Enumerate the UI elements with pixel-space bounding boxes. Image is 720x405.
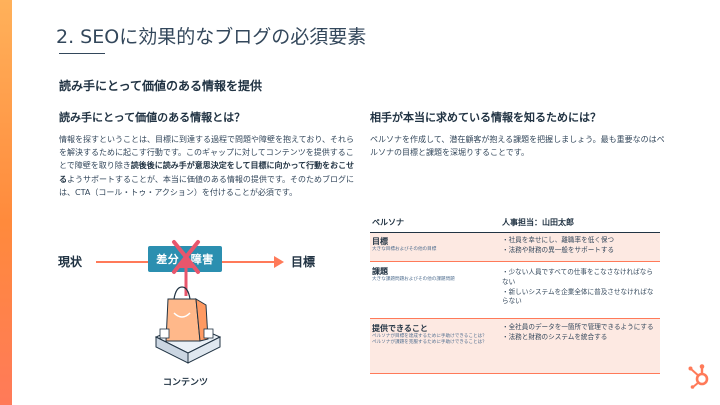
persona-row-challenge: 課題 大きな課題問題およびその他の課題問題 ・少ない人員ですべての仕事をこなさな… [370, 262, 660, 319]
section-heading: 読み手にとって価値のある情報を提供 [59, 79, 263, 93]
persona-row-offer: 提供できること ペルソナが目標を達成するために手助けできることは？ ペルソナが課… [370, 319, 660, 374]
right-body-text: ペルソナを作成して、潜在顧客が抱える課題を把握しましょう。最も重要なのはペルソナ… [370, 135, 665, 158]
row-item: ・少ない人員ですべての仕事をこなさなければならない [502, 268, 653, 286]
content-bag-icon [154, 286, 222, 364]
page-title: 2. SEOに効果的なブログの必須要素 [56, 26, 367, 48]
persona-header-right: 人事担当：山田太郎 [502, 218, 574, 227]
left-body-part-2: ようサポートすることが、本当に価値のある情報の提供です。そのためブログには、CT… [59, 174, 355, 197]
left-body-part-1: 情報を探すということは、目標に到達する過程で問題や障壁を抱えており、それらを解決… [59, 135, 355, 171]
row-item: ・全社員のデータを一箇所で管理できるようにする [502, 323, 654, 331]
row-title: 目標 [372, 237, 388, 246]
row-subtitle: ペルソナが課題を克服するために手助けできることは？ [372, 340, 487, 346]
persona-header-left: ペルソナ [372, 218, 404, 227]
row-subtitle: 大きな課題問題およびその他の課題問題 [372, 277, 455, 282]
arrow-head-icon [274, 256, 284, 268]
row-subtitle: ペルソナが目標を達成するために手助けできることは？ [372, 334, 487, 339]
right-subheading: 相手が本当に求めている情報を知るためには？ [370, 111, 601, 124]
current-state-label: 現状 [58, 255, 83, 269]
left-subheading: 読み手にとって価値のある情報とは？ [59, 111, 246, 124]
persona-table: ペルソナ 人事担当：山田太郎 目標 大きな目標およびその他の目標 ・社員を幸せに… [370, 216, 660, 374]
persona-row-goal: 目標 大きな目標およびその他の目標 ・社員を幸せにし、離職率を低く保つ ・法務や… [370, 233, 660, 262]
cross-out-icon [172, 240, 200, 296]
goal-label: 目標 [291, 255, 316, 269]
content-label: コンテンツ [163, 378, 209, 388]
left-body-bold: 読後後に読み手が意思決定をして目標に向かって行動をおこせる [59, 161, 355, 184]
title-underline [59, 53, 105, 54]
row-item: ・社員を幸せにし、離職率を低く保つ [502, 236, 615, 244]
accent-side-bar [0, 0, 12, 405]
row-item: ・新しいシステムを企業全体に普及させなければならない [502, 287, 654, 306]
row-title: 課題 [372, 267, 388, 276]
row-item: ・法務と財務のシステムを統合する [502, 332, 608, 341]
row-title: 提供できること [372, 324, 428, 333]
left-body-text: 情報を探すということは、目標に到達する過程で問題や障壁を抱えており、それらを解決… [59, 133, 359, 199]
row-subtitle: 大きな目標およびその他の目標 [372, 247, 437, 252]
hubspot-sprocket-icon [688, 364, 709, 389]
row-item: ・法務や財務の異一般をサポートする [502, 245, 615, 254]
persona-table-header: ペルソナ 人事担当：山田太郎 [370, 216, 660, 233]
